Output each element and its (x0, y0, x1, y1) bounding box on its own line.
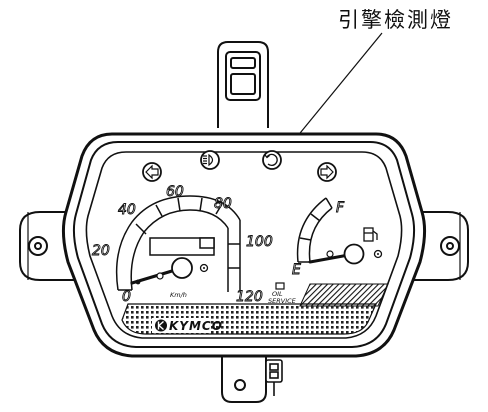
speed-label-120: 120 (236, 289, 263, 305)
fuel-pump-icon (363, 227, 378, 242)
speed-scale-arc (115, 195, 241, 292)
oil-service-line-2: SERVICE (268, 297, 297, 305)
brand-name: KYMCO (169, 319, 223, 333)
speed-unit: Km/h (170, 291, 187, 299)
speed-needle (130, 257, 209, 285)
high-beam-icon (203, 153, 214, 167)
speed-label-0: 0 (122, 289, 131, 305)
oil-service-line-1: OIL (272, 290, 283, 298)
speed-label-60: 60 (166, 184, 184, 200)
bottom-mount-bracket (221, 352, 267, 403)
fuel-scale-arc (296, 197, 333, 263)
engine-check-light-label: 引擎檢測燈 (338, 8, 453, 32)
engine-check-icon (264, 153, 278, 167)
fuel-label-full: F (336, 200, 345, 216)
speed-label-40: 40 (118, 202, 136, 218)
wire-connector (265, 359, 283, 396)
speed-label-100: 100 (246, 234, 273, 250)
engine-check-lamp (262, 150, 282, 170)
turn-left-icon (145, 164, 159, 180)
hatched-panel (299, 283, 389, 307)
oil-service-lamp (275, 282, 285, 290)
top-mount-bracket (217, 41, 269, 128)
fuel-needle (308, 243, 383, 265)
speed-label-20: 20 (92, 243, 110, 259)
housing-rim (72, 141, 416, 348)
speed-label-80: 80 (214, 196, 232, 212)
kymco-logo-icon (155, 319, 167, 332)
brand-plate (152, 318, 210, 333)
turn-right-icon (320, 164, 334, 180)
odometer-window (149, 237, 215, 256)
fuel-label-empty: E (292, 262, 301, 278)
